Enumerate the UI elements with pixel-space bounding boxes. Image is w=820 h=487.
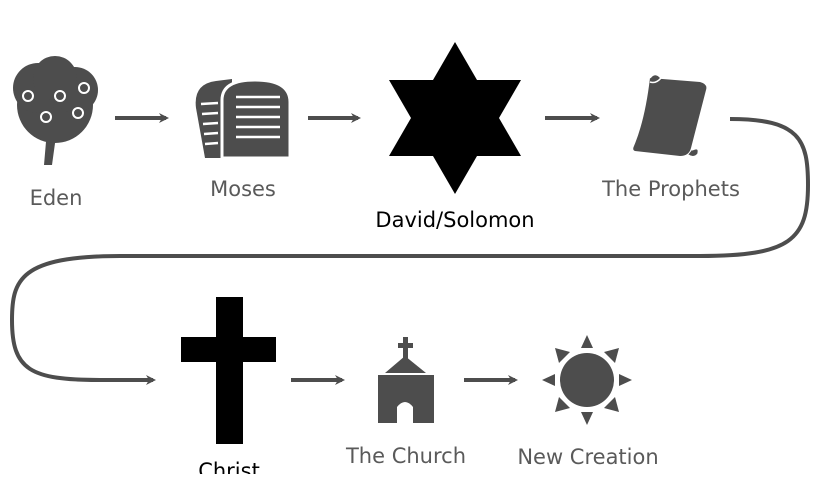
curved-connector — [9, 117, 811, 385]
stone-tablets-icon — [195, 78, 292, 160]
node-label-church: The Church — [345, 444, 467, 468]
node-label-david-solomon: David/Solomon — [375, 208, 535, 232]
scroll-icon — [633, 73, 707, 158]
star-of-david-icon — [389, 42, 521, 194]
bottom-crop-strip — [0, 474, 820, 487]
node-label-prophets: The Prophets — [602, 177, 740, 201]
cross-icon — [181, 297, 276, 444]
node-label-new-creation: New Creation — [517, 445, 659, 469]
church-icon — [378, 337, 434, 423]
node-label-eden: Eden — [29, 186, 83, 210]
tree-icon — [13, 56, 98, 165]
sun-icon — [542, 335, 632, 425]
node-label-moses: Moses — [210, 177, 276, 201]
